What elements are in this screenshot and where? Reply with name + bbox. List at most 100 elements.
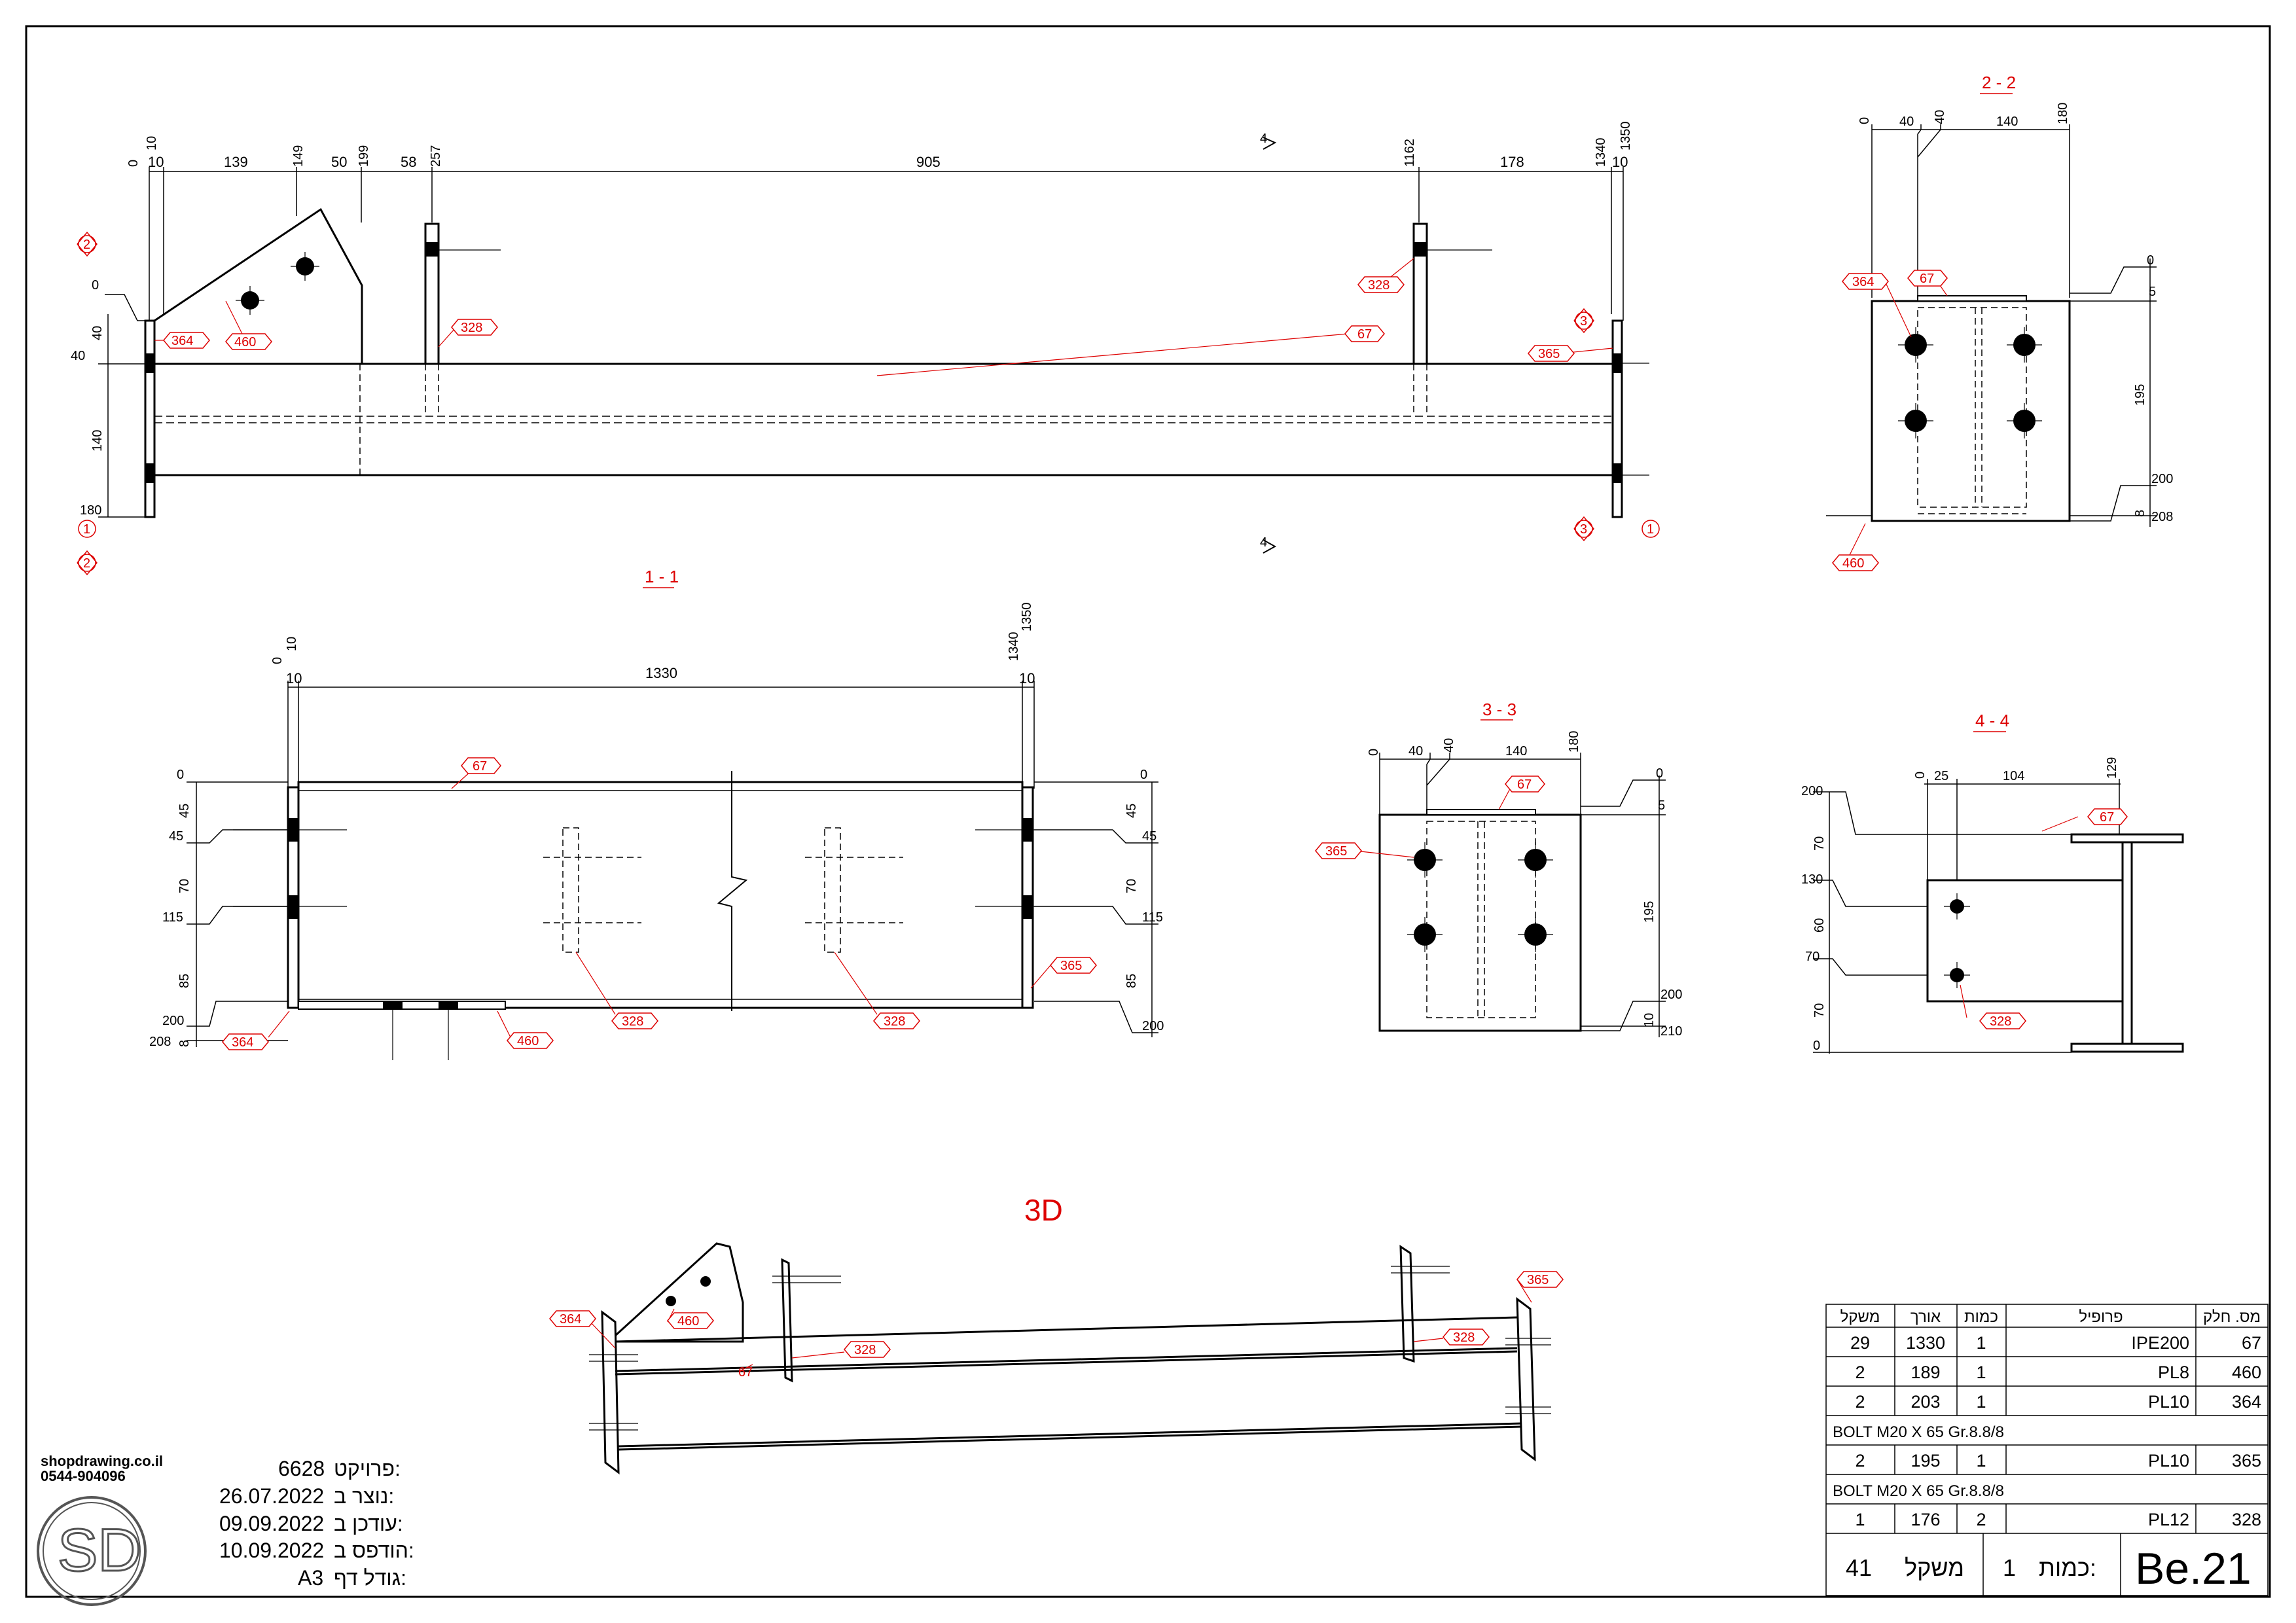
svg-text:364: 364 — [560, 1312, 581, 1327]
marker-1-left: 1 — [83, 522, 90, 537]
view-3d: 3D — [549, 1193, 1564, 1475]
s22-right-8: 8 — [2133, 510, 2147, 517]
s44-dim-129: 129 — [2105, 757, 2119, 779]
size-value: A3 — [298, 1566, 323, 1590]
assembly-qty-label: כמות: — [2039, 1554, 2096, 1581]
section-4-4: 4 - 4 0 25 104 129 200 70 130 60 70 70 — [1801, 711, 2184, 1054]
svg-text:2: 2 — [1855, 1363, 1865, 1382]
s33-dim-40: 40 — [1408, 744, 1423, 758]
svg-text:328: 328 — [622, 1014, 643, 1029]
svg-text:364: 364 — [2232, 1392, 2261, 1412]
svg-text:460: 460 — [677, 1314, 699, 1329]
s22-dim-180: 180 — [2056, 103, 2070, 124]
dim-seg-10b: 10 — [1612, 154, 1628, 170]
printed-value: 10.09.2022 — [219, 1539, 324, 1562]
s33-right-195: 195 — [1642, 901, 1657, 923]
s11-dim-10: 10 — [285, 637, 299, 651]
s44-left-70c: 70 — [1812, 1003, 1827, 1018]
svg-text:364: 364 — [232, 1035, 253, 1050]
dim-top-257: 257 — [429, 145, 443, 167]
svg-text:365: 365 — [1527, 1273, 1549, 1287]
s33-dim-40b: 40 — [1442, 738, 1456, 753]
s22-dim-40: 40 — [1899, 115, 1914, 129]
s11-tag-328b: 328 — [873, 1012, 920, 1029]
s11-left-45b: 45 — [169, 829, 183, 844]
s11-tag-67: 67 — [461, 757, 501, 774]
s11-left-115: 115 — [162, 910, 183, 925]
marker-2-top: 2 — [83, 238, 90, 252]
dim-seg-139: 139 — [224, 154, 248, 170]
dim-top-1: 10 — [145, 136, 159, 151]
th-part: מס. חלק — [2203, 1308, 2261, 1326]
svg-text:67: 67 — [1920, 272, 1934, 286]
s44-left-70: 70 — [1812, 836, 1827, 851]
s11-right-45: 45 — [1124, 804, 1139, 818]
section-4-4-title: 4 - 4 — [1975, 711, 2009, 730]
svg-text:328: 328 — [854, 1343, 876, 1357]
th-weight: משקל — [1840, 1308, 1880, 1326]
dim-seg-905: 905 — [916, 154, 941, 170]
section-2-2: 2 - 2 0 40 40 140 180 — [1826, 73, 2173, 571]
s22-right-195: 195 — [2133, 384, 2147, 406]
assembly-mark: Be.21 — [2135, 1544, 2251, 1594]
svg-text:67: 67 — [1517, 777, 1532, 792]
svg-text:1: 1 — [1976, 1392, 1986, 1412]
s33-end-plate — [1378, 813, 1582, 1032]
dim-top-1350: 1350 — [1619, 122, 1633, 151]
svg-text:1330: 1330 — [1906, 1333, 1945, 1353]
svg-text:2: 2 — [1976, 1510, 1986, 1529]
stiffener-328-left — [424, 223, 440, 365]
svg-text:4: 4 — [1260, 535, 1267, 550]
s44-left-0: 0 — [1813, 1039, 1820, 1053]
svg-text:328: 328 — [884, 1014, 905, 1029]
s11-tag-328a: 328 — [611, 1012, 658, 1029]
svg-text:328: 328 — [461, 321, 482, 335]
s11-right-0: 0 — [1140, 768, 1147, 782]
v3d-tag-364: 364 — [549, 1310, 596, 1327]
svg-text:365: 365 — [1060, 959, 1082, 973]
parts-table: משקל אורך כמות פרופיל מס. חלק 29 1330 1 … — [1825, 1304, 2269, 1596]
dim-seg-10a: 10 — [148, 154, 164, 170]
end-plate-right — [1611, 319, 1623, 518]
tag-460: 460 — [225, 333, 272, 350]
svg-text:195: 195 — [1910, 1451, 1940, 1471]
s11-right-85: 85 — [1124, 974, 1139, 988]
marker-2-bottom: 2 — [83, 556, 90, 571]
tag-328-right: 328 — [1357, 276, 1405, 293]
view-3d-title: 3D — [1024, 1193, 1063, 1227]
gusset-plate-460 — [153, 207, 363, 365]
project-label: פרויקט: — [334, 1457, 401, 1480]
s22-right-208: 208 — [2151, 510, 2173, 524]
v3d-tag-365: 365 — [1516, 1271, 1564, 1288]
s22-tag-364: 364 — [1842, 273, 1889, 290]
bolt-row-2: BOLT M20 X 65 Gr.8.8/8 — [1833, 1482, 2004, 1500]
table-footer: 41 משקל 1 כמות: Be.21 — [1846, 1544, 2251, 1594]
s11-left-85: 85 — [177, 974, 192, 988]
dim-left-0: 0 — [92, 278, 99, 293]
s33-right-0: 0 — [1656, 766, 1663, 781]
main-elevation-view: 0 10 149 199 257 1162 1340 1350 10 139 5… — [71, 122, 1660, 576]
dim-top-199: 199 — [357, 145, 371, 167]
sheet-border — [25, 25, 2271, 1598]
updated-value: 09.09.2022 — [219, 1512, 324, 1535]
s11-tag-460: 460 — [507, 1032, 554, 1049]
svg-text:4: 4 — [1260, 132, 1267, 146]
s11-dim-0: 0 — [270, 657, 285, 664]
dim-top-1162: 1162 — [1403, 139, 1417, 167]
s11-tag-365: 365 — [1050, 957, 1097, 974]
svg-text:PL12: PL12 — [2148, 1510, 2189, 1529]
s33-tag-67: 67 — [1505, 776, 1545, 793]
s22-right-200: 200 — [2151, 472, 2173, 486]
s11-left-8: 8 — [177, 1040, 192, 1047]
svg-text:364: 364 — [1852, 275, 1874, 289]
svg-text:SD: SD — [58, 1517, 141, 1584]
s11-left-70: 70 — [177, 879, 192, 893]
assembly-qty-value: 1 — [2003, 1554, 2016, 1581]
section-2-2-title: 2 - 2 — [1982, 73, 2016, 92]
s44-tag-67: 67 — [2087, 808, 2128, 825]
s44-tag-328: 328 — [1979, 1012, 2026, 1029]
end-plate-left — [144, 319, 156, 518]
company-site: shopdrawing.co.il — [41, 1453, 163, 1469]
s22-dim-40b: 40 — [1933, 110, 1947, 124]
